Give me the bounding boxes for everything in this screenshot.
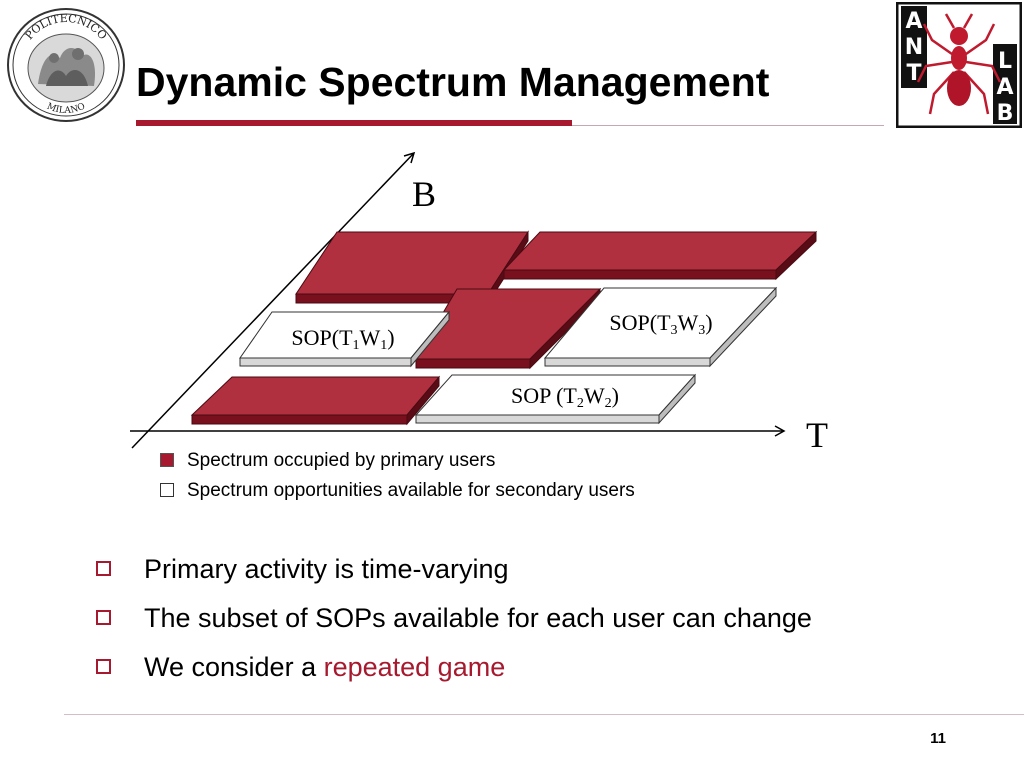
page-title: Dynamic Spectrum Management <box>136 59 770 105</box>
sop-label-t1w1: SOP(T1W1) <box>291 325 394 353</box>
seal-text-bottom: MILANO <box>45 102 87 116</box>
legend-opportunities-text: Spectrum opportunities available for sec… <box>187 480 635 501</box>
logo-letter-b: B <box>997 101 1014 126</box>
b-axis-arrowhead <box>403 151 416 164</box>
sop-block-t2w2 <box>414 373 697 425</box>
sop-label-t2w2: SOP (T2W2) <box>511 383 619 411</box>
logo-letter-t: T <box>906 61 921 86</box>
title-underline-thin <box>572 125 884 126</box>
legend-swatch-filled <box>160 453 174 467</box>
occupied-block <box>502 230 818 281</box>
logo-letter-a1: A <box>905 9 922 34</box>
sop-block-t3w3 <box>543 286 778 368</box>
logo-letter-n: N <box>905 35 923 60</box>
square-bullet-icon <box>96 561 111 576</box>
occupied-block <box>415 287 602 370</box>
logo-letter-a2: A <box>996 75 1013 100</box>
politecnico-milano-seal-icon: POLITECNICO MILANO <box>7 8 125 122</box>
square-bullet-icon <box>96 659 111 674</box>
bullet-list: Primary activity is time-varying The sub… <box>94 550 812 697</box>
sop-label-t3w3: SOP(T3W3) <box>609 310 712 338</box>
bullet-text: The subset of SOPs available for each us… <box>144 603 812 633</box>
bullet-highlight: repeated game <box>323 652 506 682</box>
footer-divider <box>64 714 1024 715</box>
legend-occupied-text: Spectrum occupied by primary users <box>187 450 496 471</box>
bullet-item: The subset of SOPs available for each us… <box>94 599 812 648</box>
bullet-item: Primary activity is time-varying <box>94 550 812 599</box>
ant-lab-logo-icon: A N T L A B <box>895 1 1023 129</box>
t-axis-label: T <box>806 415 828 455</box>
legend-swatch-empty <box>160 483 174 497</box>
occupied-block <box>190 375 441 426</box>
square-bullet-icon <box>96 610 111 625</box>
t-axis-arrowhead <box>774 425 786 437</box>
ant-lab-logo: A N T L A B <box>895 1 1023 129</box>
b-axis-label: B <box>412 174 436 214</box>
page-number: 11 <box>930 730 946 747</box>
title-underline-accent <box>136 120 572 126</box>
bullet-text: We consider a <box>144 652 324 682</box>
logo-letter-l: L <box>998 49 1012 74</box>
politecnico-milano-logo: POLITECNICO MILANO <box>4 6 128 124</box>
sop-block-t1w1 <box>239 310 451 368</box>
bullet-text: Primary activity is time-varying <box>144 554 509 584</box>
bullet-item: We consider a repeated game <box>94 648 812 697</box>
b-axis-line <box>131 152 415 449</box>
